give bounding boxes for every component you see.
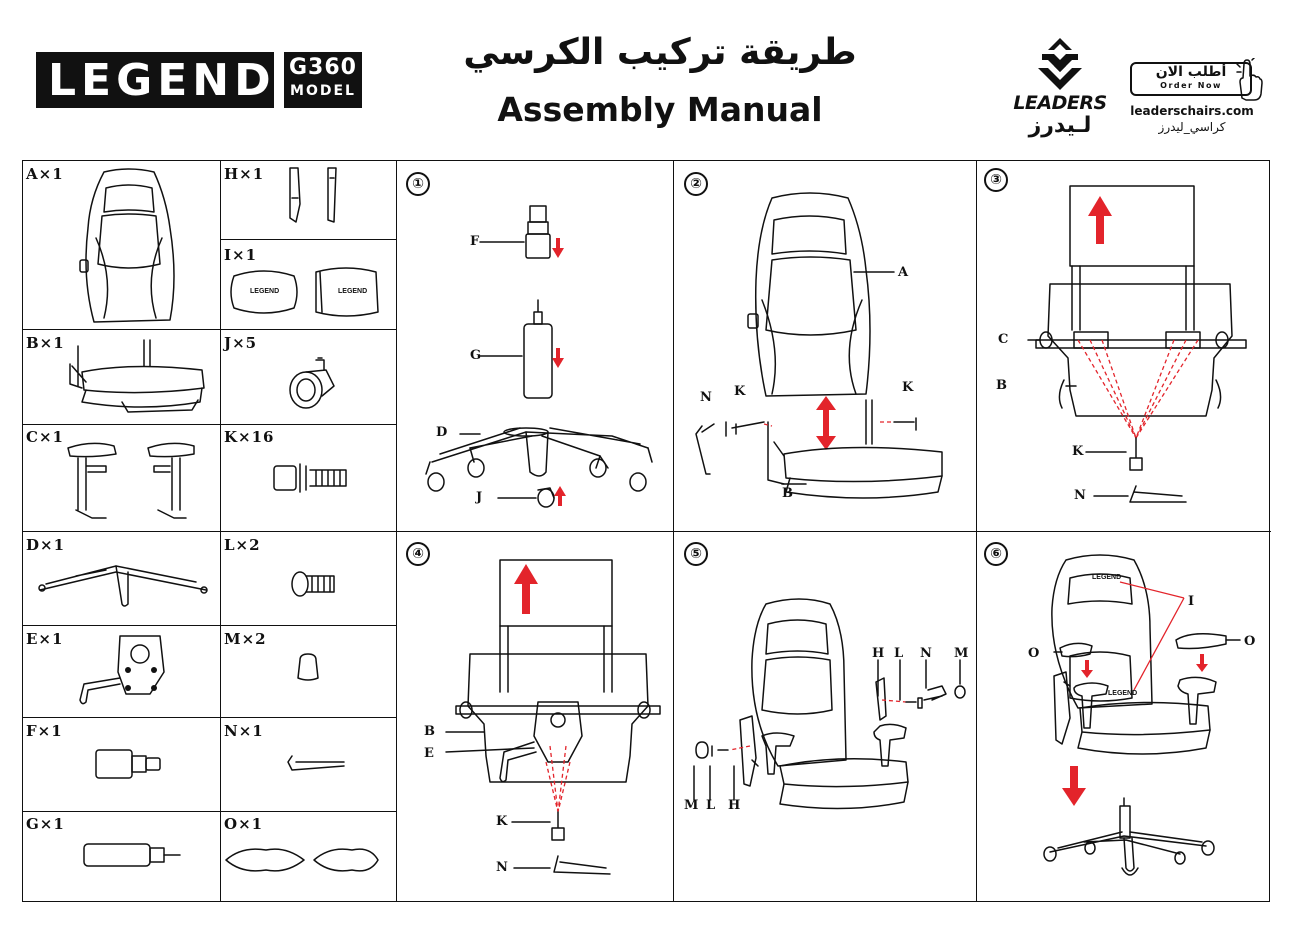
pointing-hand-icon [1236, 58, 1263, 101]
part-d-base-drawing [36, 560, 210, 610]
part-e-mechanism-drawing [70, 632, 180, 712]
step-6-callout-o-right: O [1244, 634, 1256, 649]
step-4-drawing [420, 556, 660, 886]
part-n-hexkey-drawing [284, 752, 350, 776]
pillow-head-text: LEGEND [338, 288, 368, 295]
step-6-pillow-head-text: LEGEND [1092, 574, 1122, 581]
step-2-callout-k-left: K [734, 384, 746, 399]
part-d-label: D×1 [26, 536, 66, 554]
part-g-label: G×1 [26, 815, 65, 833]
step-4-callout-n: N [496, 860, 508, 875]
model-badge: G360 MODEL [284, 52, 362, 108]
step-6-drawing [1030, 548, 1260, 888]
step-5-drawing [680, 590, 970, 830]
leaders-name-arabic: لـيدرز [1028, 113, 1092, 138]
step-2-callout-b: B [782, 486, 793, 501]
step-5-callout-l-left: L [706, 798, 716, 813]
part-f-label: F×1 [26, 722, 63, 740]
part-a-backrest-drawing [74, 168, 184, 328]
part-j-label: J×5 [224, 334, 258, 352]
step-5-number: ⑤ [684, 542, 708, 566]
part-i-pillows-drawing [230, 262, 380, 324]
step-2-drawing [680, 190, 970, 520]
part-h-label: H×1 [224, 165, 265, 183]
leaders-emblem-icon [1038, 38, 1082, 90]
step-2-callout-k-right: K [902, 380, 914, 395]
step-3-callout-k: K [1072, 444, 1084, 459]
assembly-grid [22, 160, 1271, 902]
step-3-callout-c: C [998, 332, 1009, 347]
step-4-callout-k: K [496, 814, 508, 829]
step-5-callout-m-left: M [684, 798, 699, 813]
step-4-callout-b: B [424, 724, 435, 739]
part-a-label: A×1 [26, 165, 64, 183]
website-arabic: كراسي_ليدرز [1158, 120, 1226, 134]
step-6-callout-i: I [1188, 594, 1195, 609]
step-2-number: ② [684, 172, 708, 196]
part-g-gaslift-drawing [80, 840, 190, 872]
part-n-label: N×1 [224, 722, 264, 740]
model-code: G360 [289, 55, 357, 80]
part-o-label: O×1 [224, 815, 264, 833]
pillow-lumbar-text: LEGEND [250, 288, 280, 295]
step-6-number: ⑥ [984, 542, 1008, 566]
step-1-callout-f: F [470, 234, 480, 249]
step-3-callout-b: B [996, 378, 1007, 393]
part-o-armpads-drawing [222, 840, 382, 880]
step-5-callout-h-left: H [728, 798, 741, 813]
step-6-callout-o-left: O [1028, 646, 1040, 661]
page-title-arabic: طريقة تركيب الكرسي [463, 32, 857, 73]
step-4-callout-e: E [424, 746, 434, 761]
part-k-label: K×16 [224, 428, 275, 446]
step-5-callout-h: H [872, 646, 885, 661]
step-3-number: ③ [984, 168, 1008, 192]
part-k-bolt-drawing [270, 460, 350, 496]
step-1-drawing [400, 200, 670, 520]
part-e-label: E×1 [26, 630, 64, 648]
step-5-callout-l: L [894, 646, 904, 661]
model-word: MODEL [290, 83, 356, 99]
part-i-label: I×1 [224, 246, 258, 264]
part-c-label: C×1 [26, 428, 64, 446]
part-m-label: M×2 [224, 630, 267, 648]
legend-logo: LEGEND G360 MODEL [36, 52, 362, 108]
order-now-label: Order Now [1160, 81, 1222, 90]
part-m-cap-drawing [294, 652, 324, 684]
part-f-sleeve-drawing [92, 746, 172, 786]
website-link[interactable]: leaderschairs.com [1130, 104, 1254, 118]
step-5-callout-n: N [920, 646, 932, 661]
part-l-screw-drawing [290, 568, 340, 602]
brand-word: LEGEND [36, 52, 274, 108]
part-h-brackets-drawing [284, 164, 344, 234]
step-1-callout-j: J [476, 490, 483, 505]
page-title-english: Assembly Manual [497, 90, 823, 129]
part-l-label: L×2 [224, 536, 261, 554]
part-c-armrests-drawing [62, 436, 202, 522]
step-5-callout-m: M [954, 646, 969, 661]
part-j-caster-drawing [286, 356, 340, 412]
part-b-seat-drawing [52, 336, 212, 416]
step-4-number: ④ [406, 542, 430, 566]
order-now-label-arabic: أطلب الان [1155, 64, 1227, 80]
leaders-logo: LEADERS لـيدرز [1005, 36, 1115, 138]
step-1-callout-d: D [436, 425, 448, 440]
part-b-label: B×1 [26, 334, 65, 352]
order-now-button[interactable]: أطلب الان Order Now [1130, 62, 1252, 96]
step-1-callout-g: G [470, 348, 482, 363]
leaders-name: LEADERS [1013, 92, 1107, 114]
step-6-pillow-lumbar-text: LEGEND [1108, 690, 1138, 697]
step-3-drawing [990, 180, 1260, 520]
step-3-callout-n: N [1074, 488, 1086, 503]
step-2-callout-a: A [898, 265, 909, 280]
step-1-number: ① [406, 172, 430, 196]
step-2-callout-n: N [700, 390, 712, 405]
